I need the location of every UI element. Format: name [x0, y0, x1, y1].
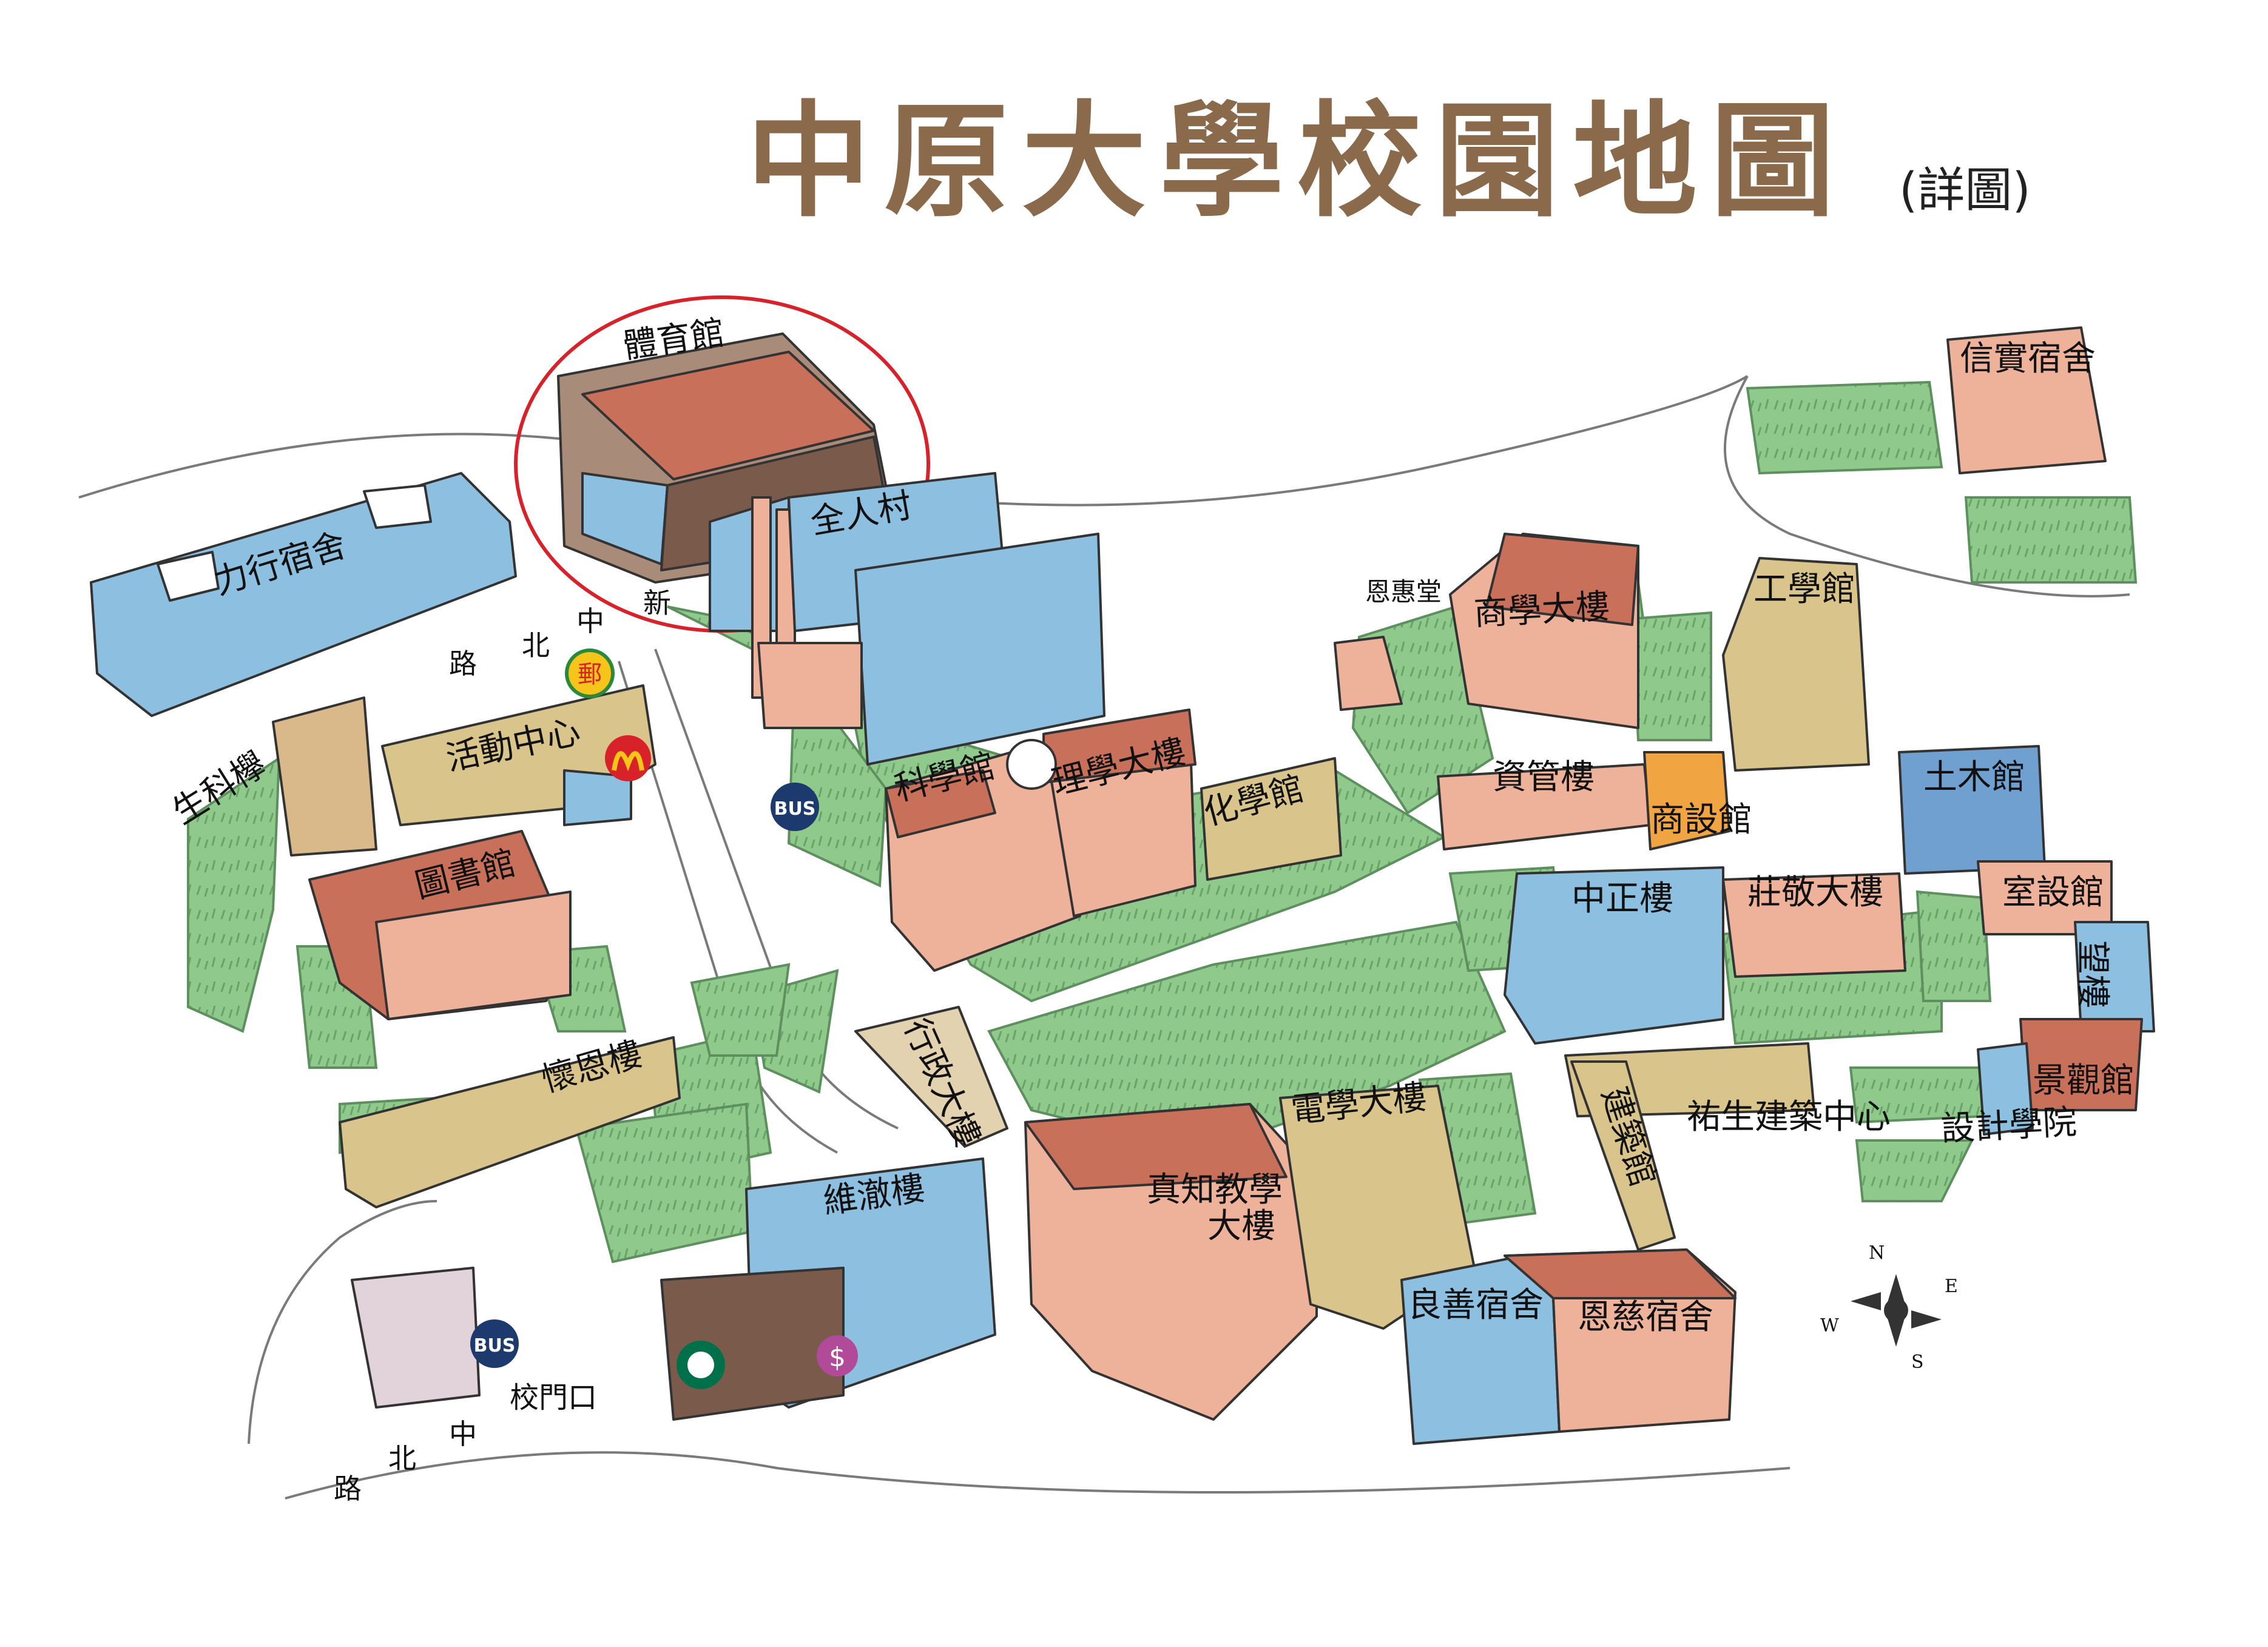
- zhenzhi-building: [1024, 1103, 1318, 1421]
- label-zhuangjing: 莊敬大樓: [1747, 873, 1883, 912]
- zhuangjing-building: [1722, 872, 1906, 978]
- label-wang: 望樓: [2073, 940, 2112, 1008]
- svg-text:BUS: BUS: [474, 1335, 516, 1356]
- activity-center-building: [381, 684, 656, 826]
- bus-icon: [771, 783, 819, 831]
- library-building: [308, 830, 572, 1020]
- label-design-college: 設計學院: [1940, 1102, 2077, 1149]
- compass-rose-icon: N E S W: [1820, 1242, 1958, 1373]
- business-building: [1449, 533, 1639, 729]
- starbucks-icon: [677, 1341, 725, 1389]
- bus-icon: [470, 1319, 519, 1368]
- huaien-building: [339, 1036, 681, 1208]
- svg-text:W: W: [1820, 1315, 1839, 1336]
- architecture-buildings: [1564, 1042, 1815, 1251]
- label-liangshan-dorm: 良善宿舍: [1408, 1285, 1544, 1325]
- svg-text:S: S: [1911, 1352, 1924, 1373]
- dorm-buildings: [1400, 1248, 1736, 1445]
- label-info-mgmt: 資管樓: [1493, 758, 1595, 797]
- bus-stop-lower: BUS: [470, 1319, 519, 1368]
- label-interior: 室設館: [2002, 873, 2104, 912]
- life-science-building: [272, 696, 377, 857]
- chemistry-building: [1200, 757, 1342, 881]
- label-civil: 土木館: [1923, 758, 2025, 797]
- label-commercial-design: 商設館: [1650, 800, 1752, 840]
- label-landscape: 景觀館: [2033, 1061, 2135, 1100]
- road-char-bei-upper: 北: [522, 629, 550, 662]
- svg-text:郵: 郵: [578, 661, 602, 689]
- label-zhongzheng: 中正樓: [1571, 879, 1673, 918]
- buildings: [90, 326, 2155, 1445]
- xinshi-dorm-building: [1946, 326, 2107, 474]
- label-youshen: 祐生建築中心: [1687, 1097, 1891, 1137]
- label-xinshi-dorm: 信實宿舍: [1960, 339, 2096, 379]
- bus-stop-upper: BUS: [771, 783, 819, 831]
- gate-structure: [351, 1267, 481, 1409]
- road-char-zhong-upper: 中: [576, 605, 604, 638]
- map-title: 中原大學校園地圖: [746, 90, 1848, 234]
- admin-building: [854, 1006, 1008, 1148]
- road-char-lu-lower: 路: [334, 1472, 362, 1505]
- label-zhenzhi-2: 大樓: [1207, 1207, 1275, 1246]
- design-buildings: [1977, 860, 2155, 1136]
- map-subtitle: (詳圖): [1899, 163, 2031, 218]
- label-engineering: 工學館: [1753, 570, 1855, 609]
- post-office-icon: 郵: [565, 648, 615, 698]
- svg-text:BUS: BUS: [774, 798, 816, 820]
- quanrencun-building: [709, 472, 1105, 766]
- mcdonalds-icon: [605, 735, 651, 781]
- svg-text:E: E: [1945, 1276, 1958, 1297]
- road-char-xin: 新: [643, 587, 671, 619]
- label-zhenzhi-1: 真知教學: [1147, 1170, 1283, 1210]
- road-labels: 中 北 路 新 中 北 路 校門口: [334, 587, 671, 1505]
- label-business: 商學大樓: [1473, 587, 1610, 633]
- road-char-bei-lower: 北: [388, 1442, 416, 1475]
- label-enci-dorm: 恩慈宿舍: [1578, 1298, 1713, 1337]
- atm-dollar-icon: $: [817, 1335, 858, 1376]
- info-mgmt-building: [1437, 751, 1730, 850]
- label-enhui: 恩惠堂: [1365, 577, 1442, 607]
- svg-text:$: $: [829, 1342, 846, 1373]
- science-buildings: [885, 709, 1196, 972]
- engineering-building: [1722, 557, 1870, 772]
- svg-text:N: N: [1869, 1242, 1885, 1264]
- road-char-lu-upper: 路: [449, 647, 477, 680]
- lixing-dorm-building: [90, 472, 517, 717]
- zhongzheng-building: [1504, 866, 1724, 1045]
- road-char-zhong-lower: 中: [449, 1418, 477, 1450]
- enhui-chapel: [1334, 636, 1403, 711]
- gate-label: 校門口: [510, 1381, 597, 1415]
